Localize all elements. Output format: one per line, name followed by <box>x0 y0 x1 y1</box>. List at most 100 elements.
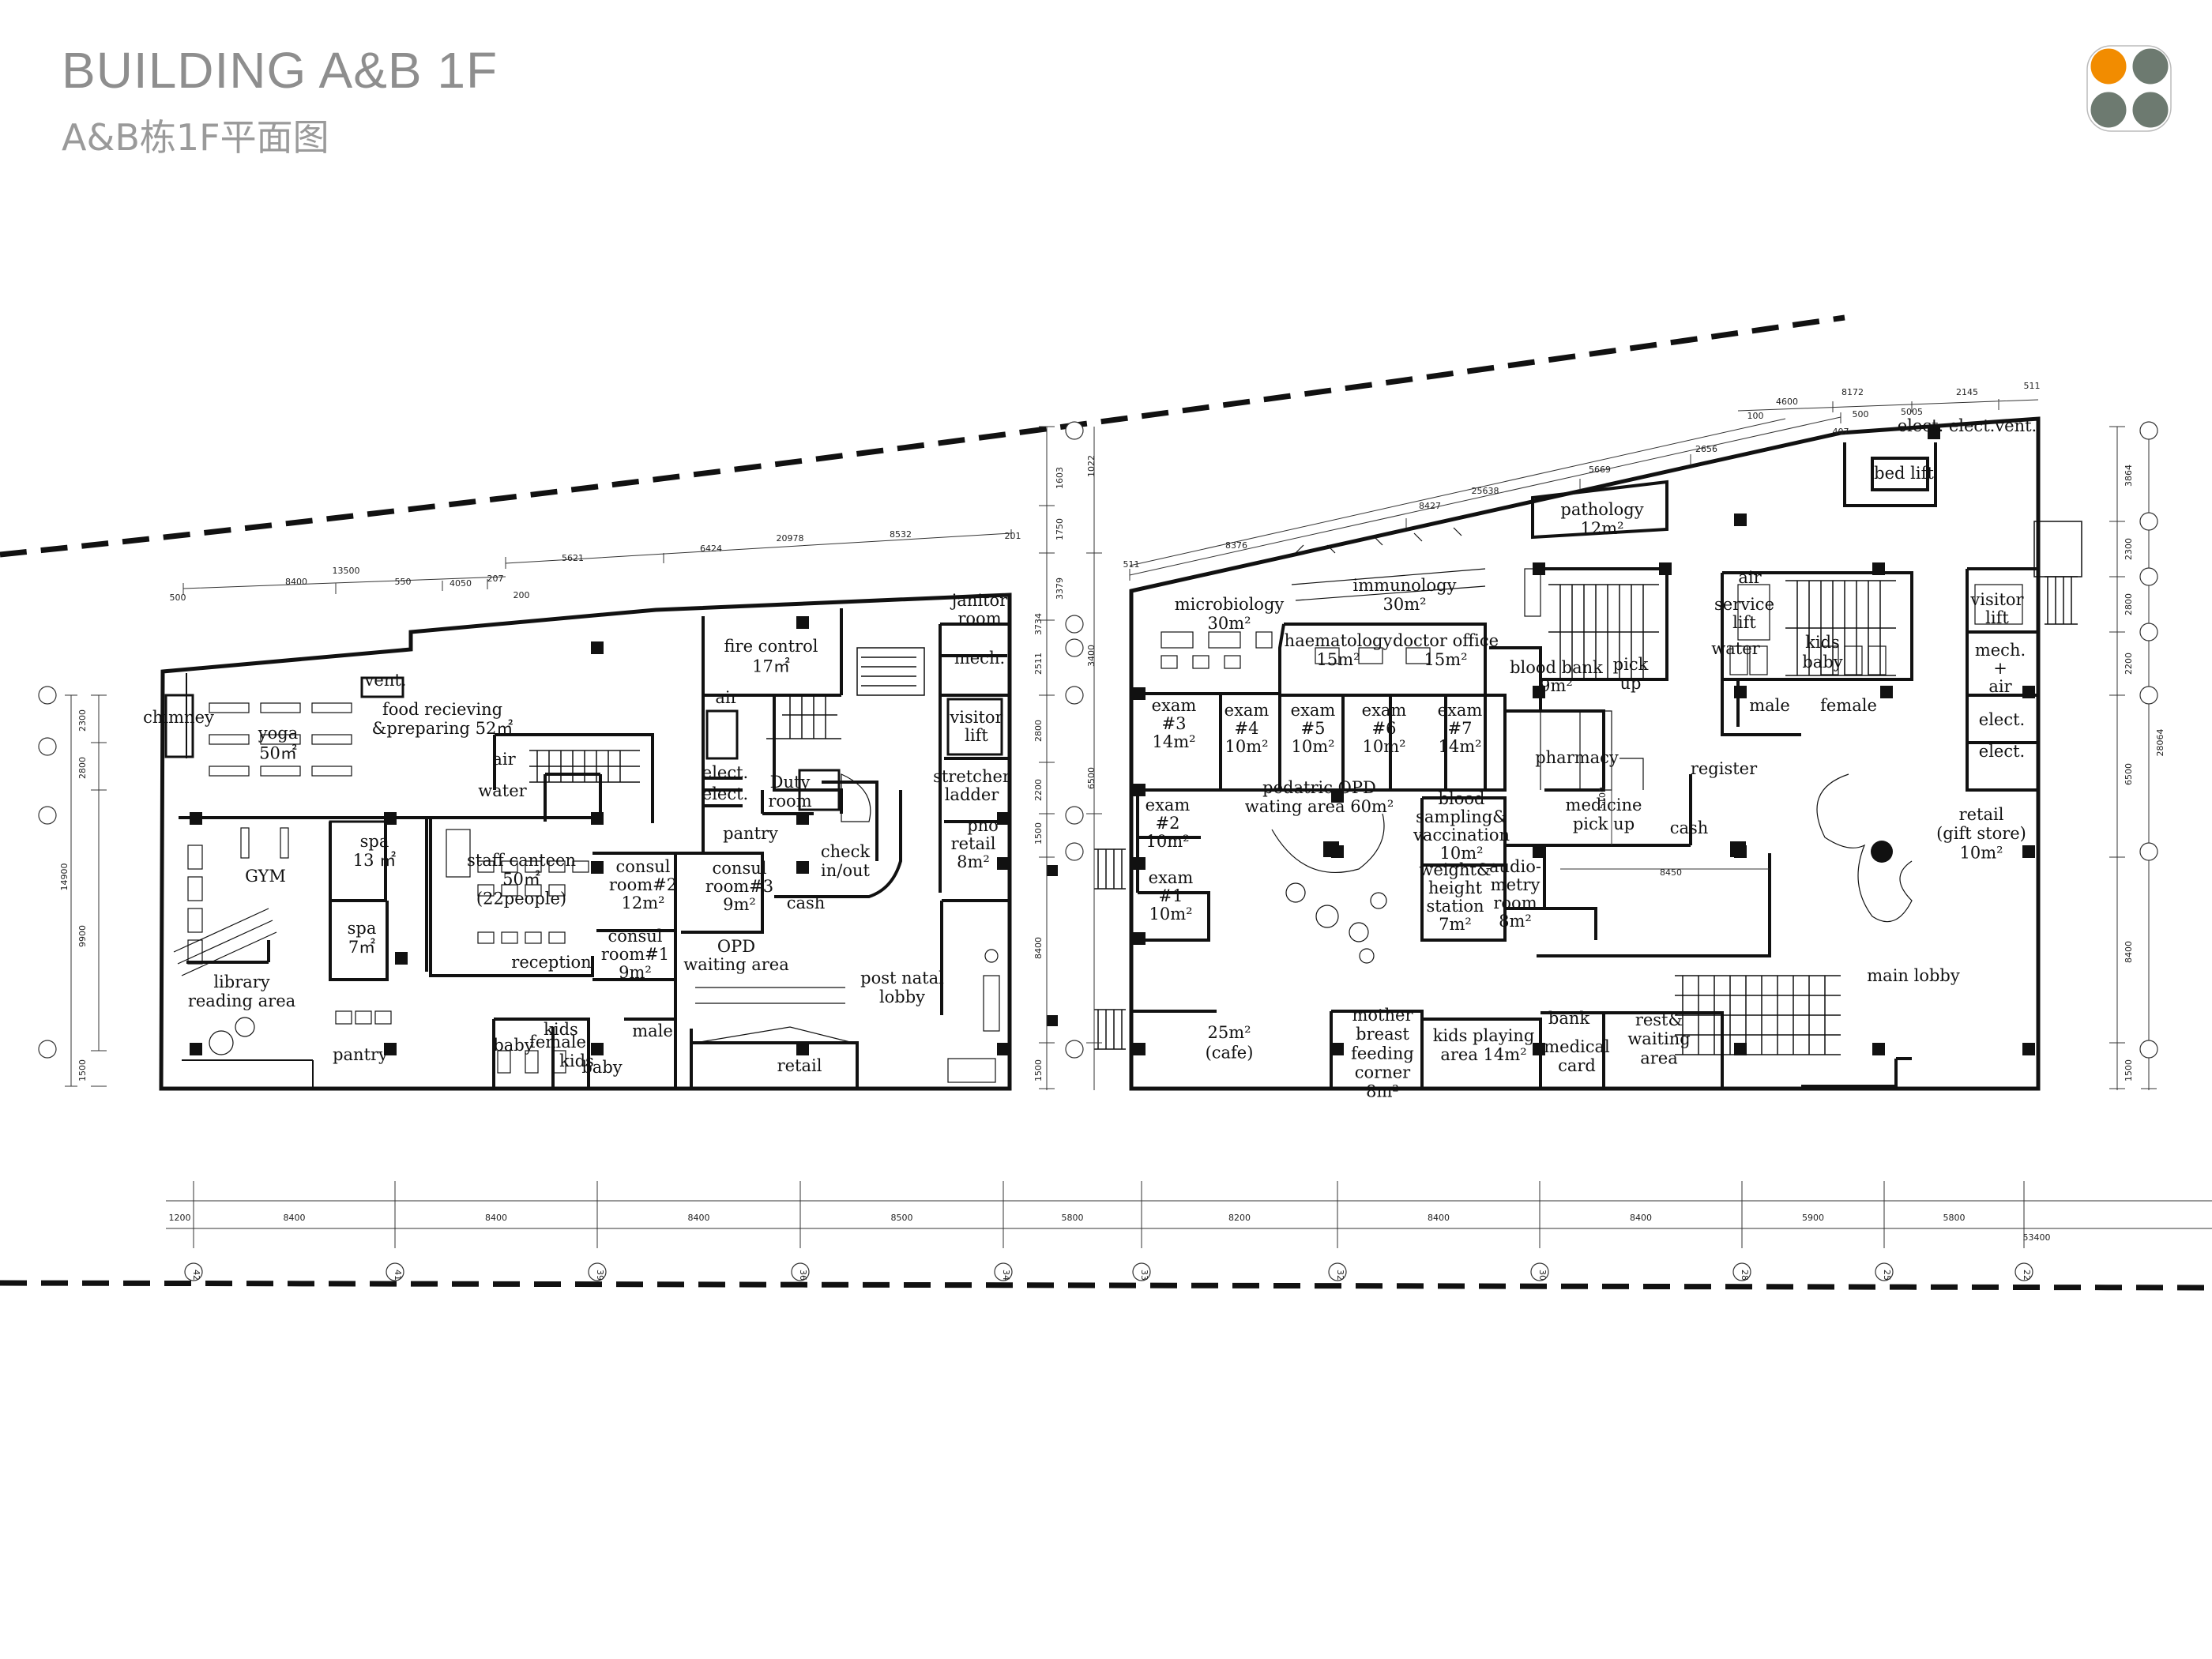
room-label-line: #4 <box>1235 719 1259 738</box>
axis-bubble-label: 39 <box>595 1270 605 1281</box>
room-label-line: retail <box>777 1056 822 1075</box>
axis-bubble-label: 28 <box>1740 1270 1750 1281</box>
room-label-line: ladder <box>945 785 1000 804</box>
building-a <box>159 592 1012 1091</box>
room-label-line: main lobby <box>1867 966 1960 985</box>
room-label-mainlobby: main lobby <box>1867 966 1960 985</box>
room-label-line: pno <box>967 816 999 835</box>
room-label-gym: GYM <box>245 867 286 886</box>
room-label-line: #6 <box>1372 719 1397 738</box>
building-b <box>1047 416 2082 1091</box>
room-label-female-a: female <box>529 1033 586 1051</box>
axis-bubble-label: 34 <box>1001 1270 1011 1281</box>
room-label-baby-a2: baby <box>581 1058 622 1077</box>
room-label-line: kids <box>544 1020 578 1039</box>
dim-label-mid: 6500 <box>1086 767 1097 789</box>
dim-label-top-b: 2656 <box>1695 444 1717 454</box>
dim-label-mid: 3734 <box>1033 613 1044 635</box>
dim-label-top-b: 4600 <box>1776 397 1798 407</box>
room-label-line: feeding <box>1351 1044 1414 1063</box>
room-label-line: cash <box>787 893 826 912</box>
axis-span-label: 5800 <box>1943 1213 1966 1223</box>
room-label-line: yoga <box>258 724 298 743</box>
room-label-line: waiting area <box>683 955 789 974</box>
room-label-line: 10m² <box>1439 844 1483 863</box>
room-label-line: #1 <box>1159 886 1183 905</box>
room-label-line: #7 <box>1448 719 1473 738</box>
dim-label-mid: 1603 <box>1055 467 1065 489</box>
dim-label-mid: 1750 <box>1055 518 1065 540</box>
dim-label-mid: 1500 <box>1033 822 1044 845</box>
room-label-line: water <box>478 781 527 800</box>
room-label-line: #5 <box>1301 719 1326 738</box>
room-label-line: 8m² <box>957 852 990 871</box>
logo <box>2086 45 2172 132</box>
room-label-line: cash <box>1670 818 1709 837</box>
room-label-line: 10m² <box>1224 737 1268 756</box>
room-label-line: (22people) <box>476 889 566 908</box>
room-label-line: library <box>213 972 269 991</box>
room-label-line: immunology <box>1353 576 1457 595</box>
axis-bubble-label: 22 <box>2022 1270 2032 1281</box>
room-label-line: baby <box>581 1058 622 1077</box>
dim-label-right-b: 3864 <box>2124 465 2134 487</box>
room-label-line: elect. <box>702 784 748 803</box>
dim-label-top-b: 511 <box>1123 559 1140 570</box>
room-label-line: blood bank <box>1510 658 1603 677</box>
dim-label-top-b: 5005 <box>1901 407 1923 417</box>
room-label-line: 8m² <box>1366 1082 1399 1101</box>
axis-span-label: 8400 <box>485 1213 507 1223</box>
room-label-air-a2: air <box>492 750 516 769</box>
axis-span-label: 8400 <box>284 1213 306 1223</box>
room-label-line: male <box>632 1021 673 1040</box>
dim-label-mid: 2200 <box>1033 779 1044 801</box>
axis-span-label: 5800 <box>1062 1213 1084 1223</box>
room-label-line: exam <box>1146 796 1191 814</box>
room-label-line: visitor <box>1969 590 2024 609</box>
room-label-line: room#2 <box>609 875 677 894</box>
room-label-line: fire control <box>724 637 818 656</box>
room-label-elect-vent: elect. elect.vent. <box>1898 416 2037 435</box>
room-label-line: height <box>1428 878 1483 897</box>
room-label-mech-b: mech.+air <box>1975 641 2026 696</box>
room-label-line: pantry <box>723 824 778 843</box>
room-label-line: chimney <box>143 708 214 727</box>
room-label-line: (gift store) <box>1936 824 2026 843</box>
room-label-mech-a: mech. <box>954 649 1005 668</box>
room-label-line: 50㎡ <box>259 743 297 762</box>
room-label-retail-a2: retail <box>777 1056 822 1075</box>
room-label-line: 12m² <box>621 893 664 912</box>
dim-label-left-a: 9900 <box>77 925 88 947</box>
axis-total-label: 53400 <box>2023 1232 2051 1243</box>
room-label-line: 7m² <box>1439 915 1472 934</box>
building-b-outline <box>1129 416 2041 1091</box>
axis-bubble-label: 30 <box>1537 1270 1548 1281</box>
axis-span-label: 8200 <box>1228 1213 1251 1223</box>
room-label-line: room <box>957 609 1001 628</box>
room-label-line: spa <box>348 919 377 938</box>
room-label-line: elect. <box>702 763 748 782</box>
room-label-line: pick <box>1613 655 1649 674</box>
logo-dot-grey <box>2130 89 2171 130</box>
axis-bubble-label: 32 <box>1335 1270 1345 1281</box>
dim-label-right-b: 28064 <box>2155 729 2165 757</box>
room-label-line: check <box>821 842 870 861</box>
room-label-line: pantry <box>333 1045 388 1064</box>
room-label-line: medicine <box>1566 796 1642 814</box>
dim-label-top-a: 4050 <box>450 578 472 589</box>
dim-label-mid: 3379 <box>1055 577 1065 600</box>
room-label-line: male <box>1749 696 1790 715</box>
dim-label-right-b: 2200 <box>2124 653 2134 675</box>
